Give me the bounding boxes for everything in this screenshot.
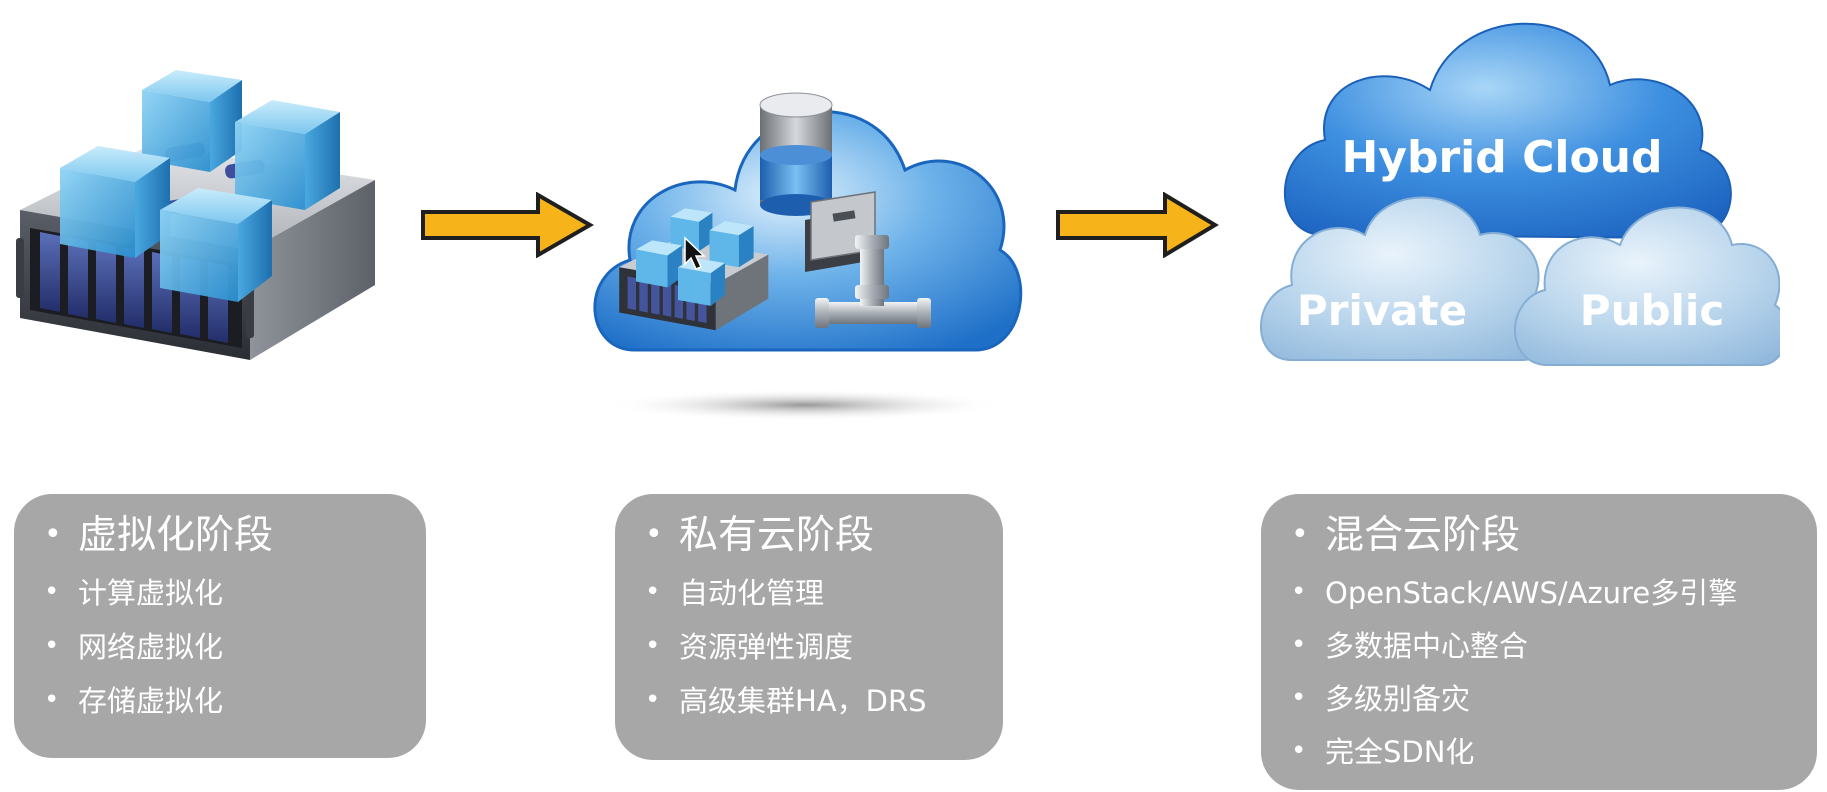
hybrid-cloud-label: Hybrid Cloud [1341, 132, 1662, 183]
mouse-cursor-icon [684, 236, 706, 270]
list-item: OpenStack/AWS/Azure多引擎 [1291, 579, 1817, 608]
list-item: 多级别备灾 [1291, 685, 1817, 714]
list-item: 自动化管理 [645, 579, 1003, 608]
list-item: 网络虚拟化 [44, 633, 426, 662]
hybrid-cloud-stage-title: 混合云阶段 [1291, 516, 1817, 555]
list-item: 多数据中心整合 [1291, 632, 1817, 661]
hybrid-cloud-icon: Hybrid Cloud Private Public [1260, 0, 1788, 380]
virtualization-stage-list: 虚拟化阶段 计算虚拟化 网络虚拟化 存储虚拟化 [14, 494, 426, 716]
list-item: 高级集群HA，DRS [645, 687, 1003, 716]
private-cloud-stage-list: 私有云阶段 自动化管理 资源弹性调度 高级集群HA，DRS [615, 494, 1003, 716]
public-cloud-label: Public [1580, 286, 1724, 335]
right-arrow-icon [420, 191, 595, 259]
hybrid-cloud-stage-list: 混合云阶段 OpenStack/AWS/Azure多引擎 多数据中心整合 多级别… [1261, 494, 1817, 767]
private-cloud-label: Private [1297, 286, 1467, 335]
private-cloud-stage-title: 私有云阶段 [645, 516, 1003, 555]
hybrid-cloud-stage-panel: 混合云阶段 OpenStack/AWS/Azure多引擎 多数据中心整合 多级别… [1261, 494, 1817, 790]
virtualization-stage-title: 虚拟化阶段 [44, 516, 426, 555]
private-cloud-stage-panel: 私有云阶段 自动化管理 资源弹性调度 高级集群HA，DRS [615, 494, 1003, 760]
virtualization-stage-panel: 虚拟化阶段 计算虚拟化 网络虚拟化 存储虚拟化 [14, 494, 426, 758]
list-item: 完全SDN化 [1291, 738, 1817, 767]
server-virtualization-icon [10, 50, 390, 380]
list-item: 存储虚拟化 [44, 687, 426, 716]
right-arrow-icon [1055, 191, 1220, 259]
list-item: 计算虚拟化 [44, 579, 426, 608]
private-cloud-icon [575, 60, 1035, 430]
list-item: 资源弹性调度 [645, 633, 1003, 662]
